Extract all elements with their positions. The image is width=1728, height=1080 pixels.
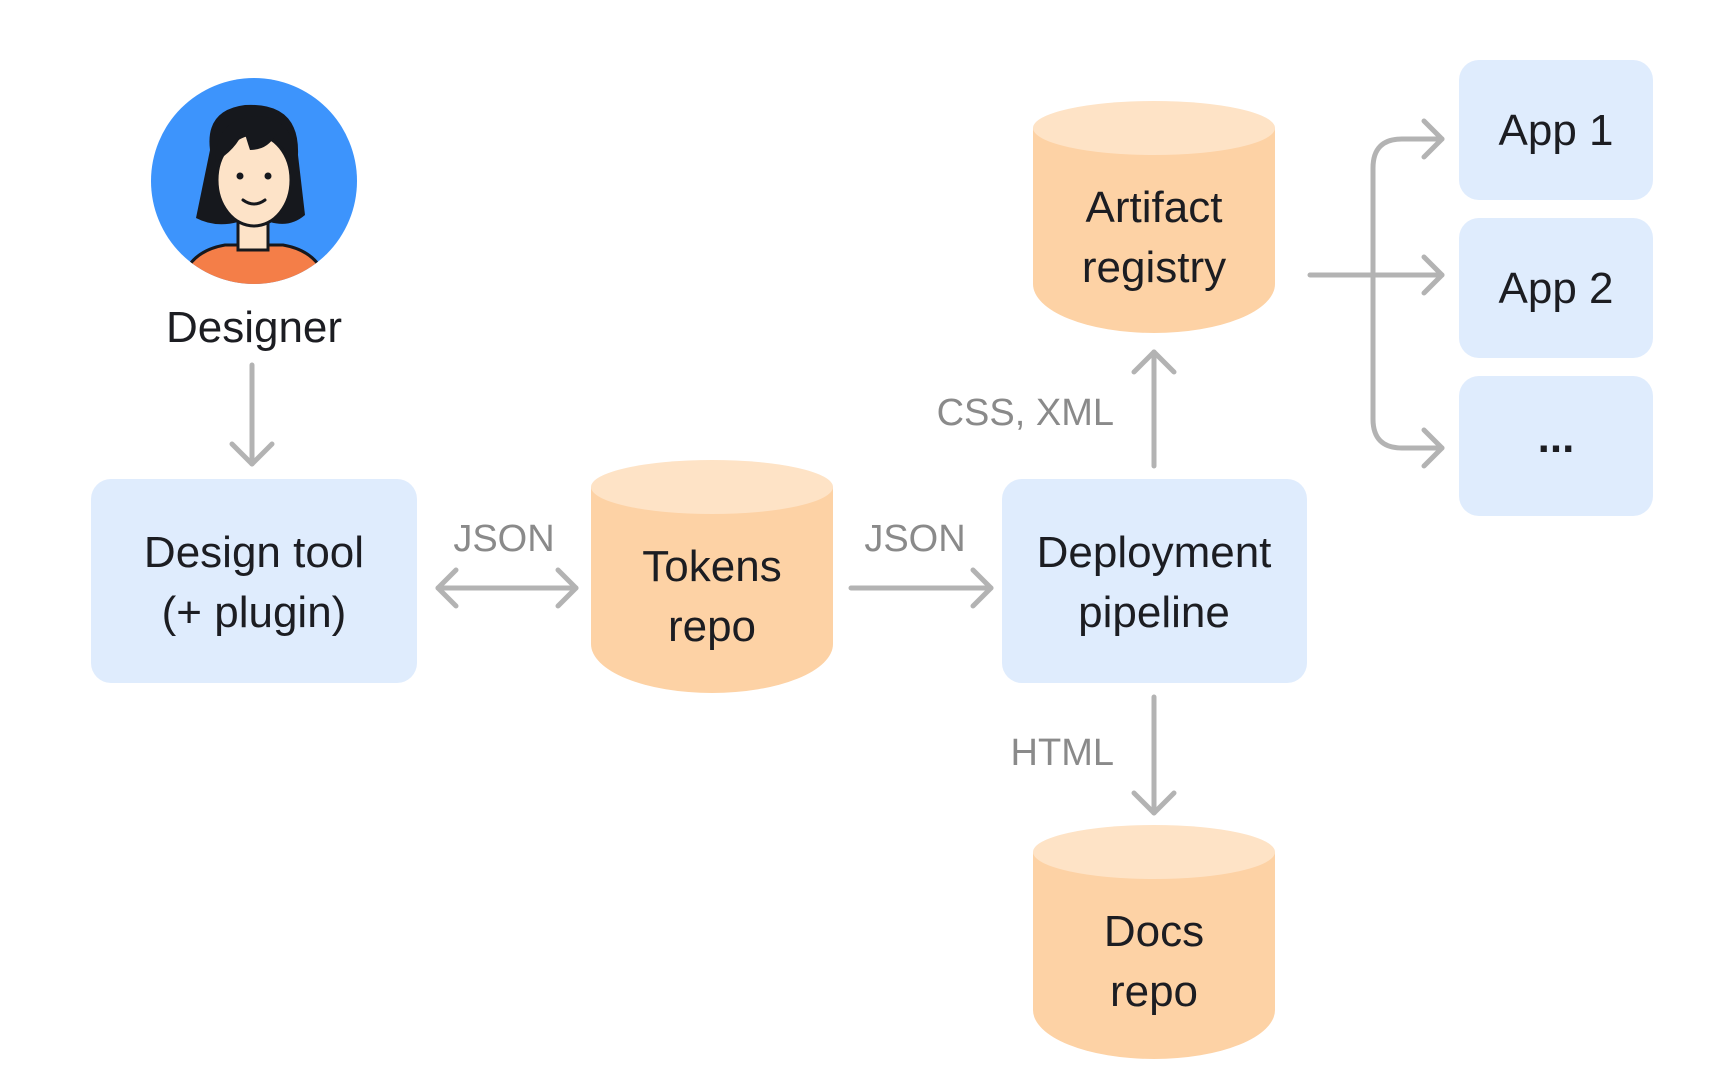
arrow-registry-to-apps	[1307, 118, 1445, 469]
deployment-pipeline-label-line2: pipeline	[1078, 588, 1230, 637]
app-more-label: ...	[1538, 413, 1575, 462]
designer-avatar-icon	[151, 78, 357, 284]
edge-label-pipeline-docs: HTML	[1011, 732, 1114, 774]
edge-label-pipeline-registry: CSS, XML	[937, 392, 1114, 434]
deployment-pipeline-box: Deployment pipeline	[1002, 479, 1307, 683]
arrow-pipeline-to-docs	[1131, 694, 1177, 816]
tokens-repo-label-line1: Tokens	[642, 542, 781, 591]
app2-box: App 2	[1459, 218, 1653, 358]
tokens-repo-cylinder: Tokens repo	[591, 460, 833, 693]
designer-label: Designer	[166, 303, 342, 352]
artifact-registry-cylinder: Artifact registry	[1033, 101, 1275, 333]
app1-box: App 1	[1459, 60, 1653, 200]
arrow-pipeline-to-registry	[1131, 349, 1177, 469]
edge-label-tokens-pipeline: JSON	[864, 518, 965, 560]
design-tool-box: Design tool (+ plugin)	[91, 479, 417, 683]
docs-repo-cylinder: Docs repo	[1033, 825, 1275, 1059]
deployment-pipeline-label-line1: Deployment	[1037, 528, 1272, 577]
tokens-repo-label-line2: repo	[668, 602, 756, 651]
design-tool-label-line1: Design tool	[144, 528, 364, 577]
arrow-design-tool-tokens-repo	[435, 567, 579, 609]
artifact-registry-label-line1: Artifact	[1086, 183, 1223, 232]
app-more-box: ...	[1459, 376, 1653, 516]
docs-repo-label-line1: Docs	[1104, 907, 1204, 956]
arrow-designer-to-design-tool	[229, 362, 275, 467]
arrow-tokens-to-pipeline	[848, 567, 994, 609]
edge-label-design-tokens: JSON	[453, 518, 554, 560]
docs-repo-label-line2: repo	[1110, 967, 1198, 1016]
design-tool-label-line2: (+ plugin)	[162, 588, 347, 637]
app1-label: App 1	[1499, 106, 1614, 155]
artifact-registry-label-line2: registry	[1082, 243, 1226, 292]
app2-label: App 2	[1499, 264, 1614, 313]
